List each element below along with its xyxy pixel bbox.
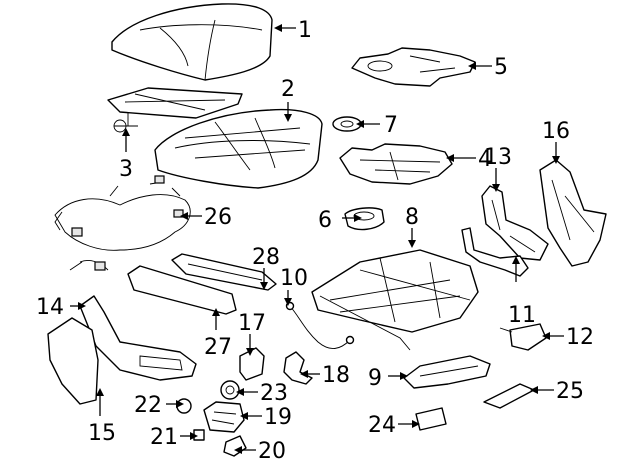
- part-28-rail: [171, 253, 277, 291]
- callout-14: 14: [36, 295, 64, 320]
- callout-4: 4: [478, 147, 492, 172]
- callout-27: 27: [204, 335, 232, 360]
- part-27-trim: [127, 265, 237, 315]
- part-25-strip: [483, 383, 535, 409]
- part-7-washer: [332, 116, 362, 132]
- part-23-knob: [220, 380, 240, 400]
- callout-20: 20: [258, 439, 286, 464]
- callout-12: 12: [566, 325, 594, 350]
- part-11-bracket: [461, 227, 529, 277]
- callout-9: 9: [368, 366, 382, 391]
- part-16-side-panel: [539, 159, 607, 267]
- callout-21: 21: [150, 425, 178, 450]
- part-19-bezel: [203, 401, 245, 433]
- part-13-side-bracket: [481, 185, 549, 261]
- callout-8: 8: [405, 205, 419, 230]
- part-5-plate: [351, 47, 476, 87]
- callout-7: 7: [384, 113, 398, 138]
- callout-18: 18: [322, 363, 350, 388]
- part-4-bracket: [339, 143, 453, 185]
- part-8-adjuster: [311, 249, 479, 351]
- part-14-shield: [79, 295, 197, 381]
- callout-26: 26: [204, 205, 232, 230]
- callout-24: 24: [368, 413, 396, 438]
- callout-25: 25: [556, 379, 584, 404]
- part-9-lower-rail: [403, 355, 491, 389]
- callout-28: 28: [252, 245, 280, 270]
- callout-10: 10: [280, 266, 308, 291]
- part-15-side-trim: [47, 317, 99, 405]
- callout-2: 2: [281, 77, 295, 102]
- callout-17: 17: [238, 311, 266, 336]
- callout-5: 5: [494, 55, 508, 80]
- part-26-wiring-harness: [54, 175, 191, 271]
- part-1-cushion-cover: [111, 3, 273, 81]
- callout-16: 16: [542, 119, 570, 144]
- callout-15: 15: [88, 421, 116, 446]
- part-3-sensor-mat: [107, 87, 243, 133]
- arrowheads: [78, 24, 560, 454]
- callout-3: 3: [119, 157, 133, 182]
- part-12-actuator: [499, 323, 547, 351]
- part-24-connector: [415, 407, 447, 431]
- part-20-handle: [223, 435, 247, 457]
- part-18-hinge: [283, 351, 313, 385]
- callout-22: 22: [134, 393, 162, 418]
- part-6-motor: [344, 207, 385, 231]
- callout-6: 6: [318, 208, 332, 233]
- callout-1: 1: [298, 18, 312, 43]
- part-17-housing: [239, 347, 265, 381]
- callout-labels: 1 2 3 4 5 6 7 8 9 10 11 12 13 14 15 16 1…: [36, 18, 594, 464]
- part-2-cushion-pad: [154, 108, 323, 189]
- callout-23: 23: [260, 381, 288, 406]
- callout-19: 19: [264, 405, 292, 430]
- callout-13: 13: [484, 145, 512, 170]
- callout-11: 11: [508, 303, 536, 328]
